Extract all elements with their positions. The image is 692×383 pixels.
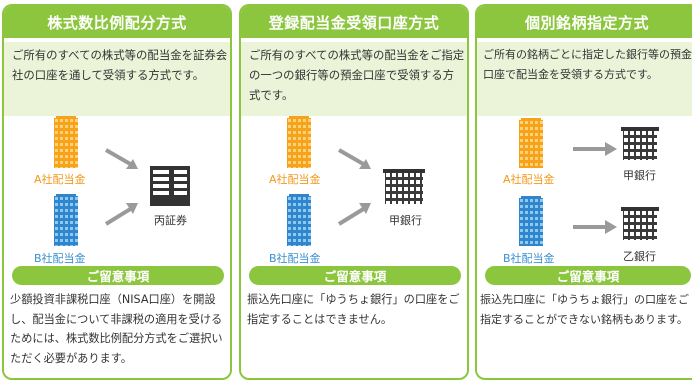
panel-stock-ratio: 株式数比例配分方式 ご所有のすべての株式等の配当金を証券会社の口座を通して受領す… — [2, 4, 232, 380]
notice-header: ご留意事項 — [249, 266, 461, 285]
company-b-building-icon — [54, 194, 78, 246]
company-b-dividend-label: B社配当金 — [269, 252, 321, 265]
securities-building-icon — [150, 166, 190, 206]
panel-title: 株式数比例配分方式 — [4, 6, 230, 38]
notice-header: ご留意事項 — [485, 266, 691, 285]
company-b-dividend-label: B社配当金 — [503, 252, 555, 265]
panel-title: 個別銘柄指定方式 — [477, 6, 692, 38]
arrow-icon — [573, 220, 617, 234]
arrow-icon — [105, 148, 138, 169]
company-a-dividend-label: A社配当金 — [269, 173, 321, 186]
arrow-icon — [338, 148, 371, 169]
panel-individual-issue: 個別銘柄指定方式 ご所有の銘柄ごとに指定した銀行等の預金口座で配当金を受領する方… — [475, 4, 692, 380]
company-a-building-icon — [519, 118, 543, 168]
notice-header: ご留意事項 — [12, 266, 224, 285]
bank-label: 甲銀行 — [389, 214, 422, 227]
bank-b-label: 乙銀行 — [623, 250, 656, 263]
bank-a-label: 甲銀行 — [623, 169, 656, 182]
panel-title: 登録配当金受領口座方式 — [241, 6, 467, 38]
panel-description: ご所有のすべての株式等の配当金をご指定の一つの銀行等の預金口座で受領する方式です… — [241, 42, 467, 116]
notice-text: 少額投資非課税口座（NISA口座）を開設し、配当金について非課税の適用を受けるた… — [10, 293, 223, 365]
arrow-icon — [337, 203, 371, 226]
securities-company-label: 丙証券 — [154, 214, 187, 227]
company-a-dividend-label: A社配当金 — [34, 173, 86, 186]
notice-text: 振込先口座に「ゆうちょ銀行」の口座をご指定することはできません。 — [247, 293, 460, 326]
panel-description: ご所有のすべての株式等の配当金を証券会社の口座を通して受領する方式です。 — [4, 42, 230, 116]
panel-description: ご所有の銘柄ごとに指定した銀行等の預金口座で配当金を受領する方式です。 — [477, 42, 692, 116]
company-b-building-icon — [519, 196, 543, 246]
bank-building-icon — [383, 169, 425, 204]
bank-b-building-icon — [621, 207, 659, 240]
company-b-dividend-label: B社配当金 — [34, 252, 86, 265]
notice-text: 振込先口座に「ゆうちょ銀行」の口座をご指定することができない銘柄もあります。 — [480, 293, 689, 326]
panel-registered-account: 登録配当金受領口座方式 ご所有のすべての株式等の配当金をご指定の一つの銀行等の預… — [239, 4, 469, 380]
company-b-building-icon — [287, 194, 311, 246]
company-a-dividend-label: A社配当金 — [503, 173, 555, 186]
company-a-building-icon — [54, 116, 78, 168]
arrow-icon — [104, 203, 138, 226]
bank-a-building-icon — [621, 127, 659, 160]
company-a-building-icon — [287, 116, 311, 168]
arrow-icon — [573, 142, 617, 156]
